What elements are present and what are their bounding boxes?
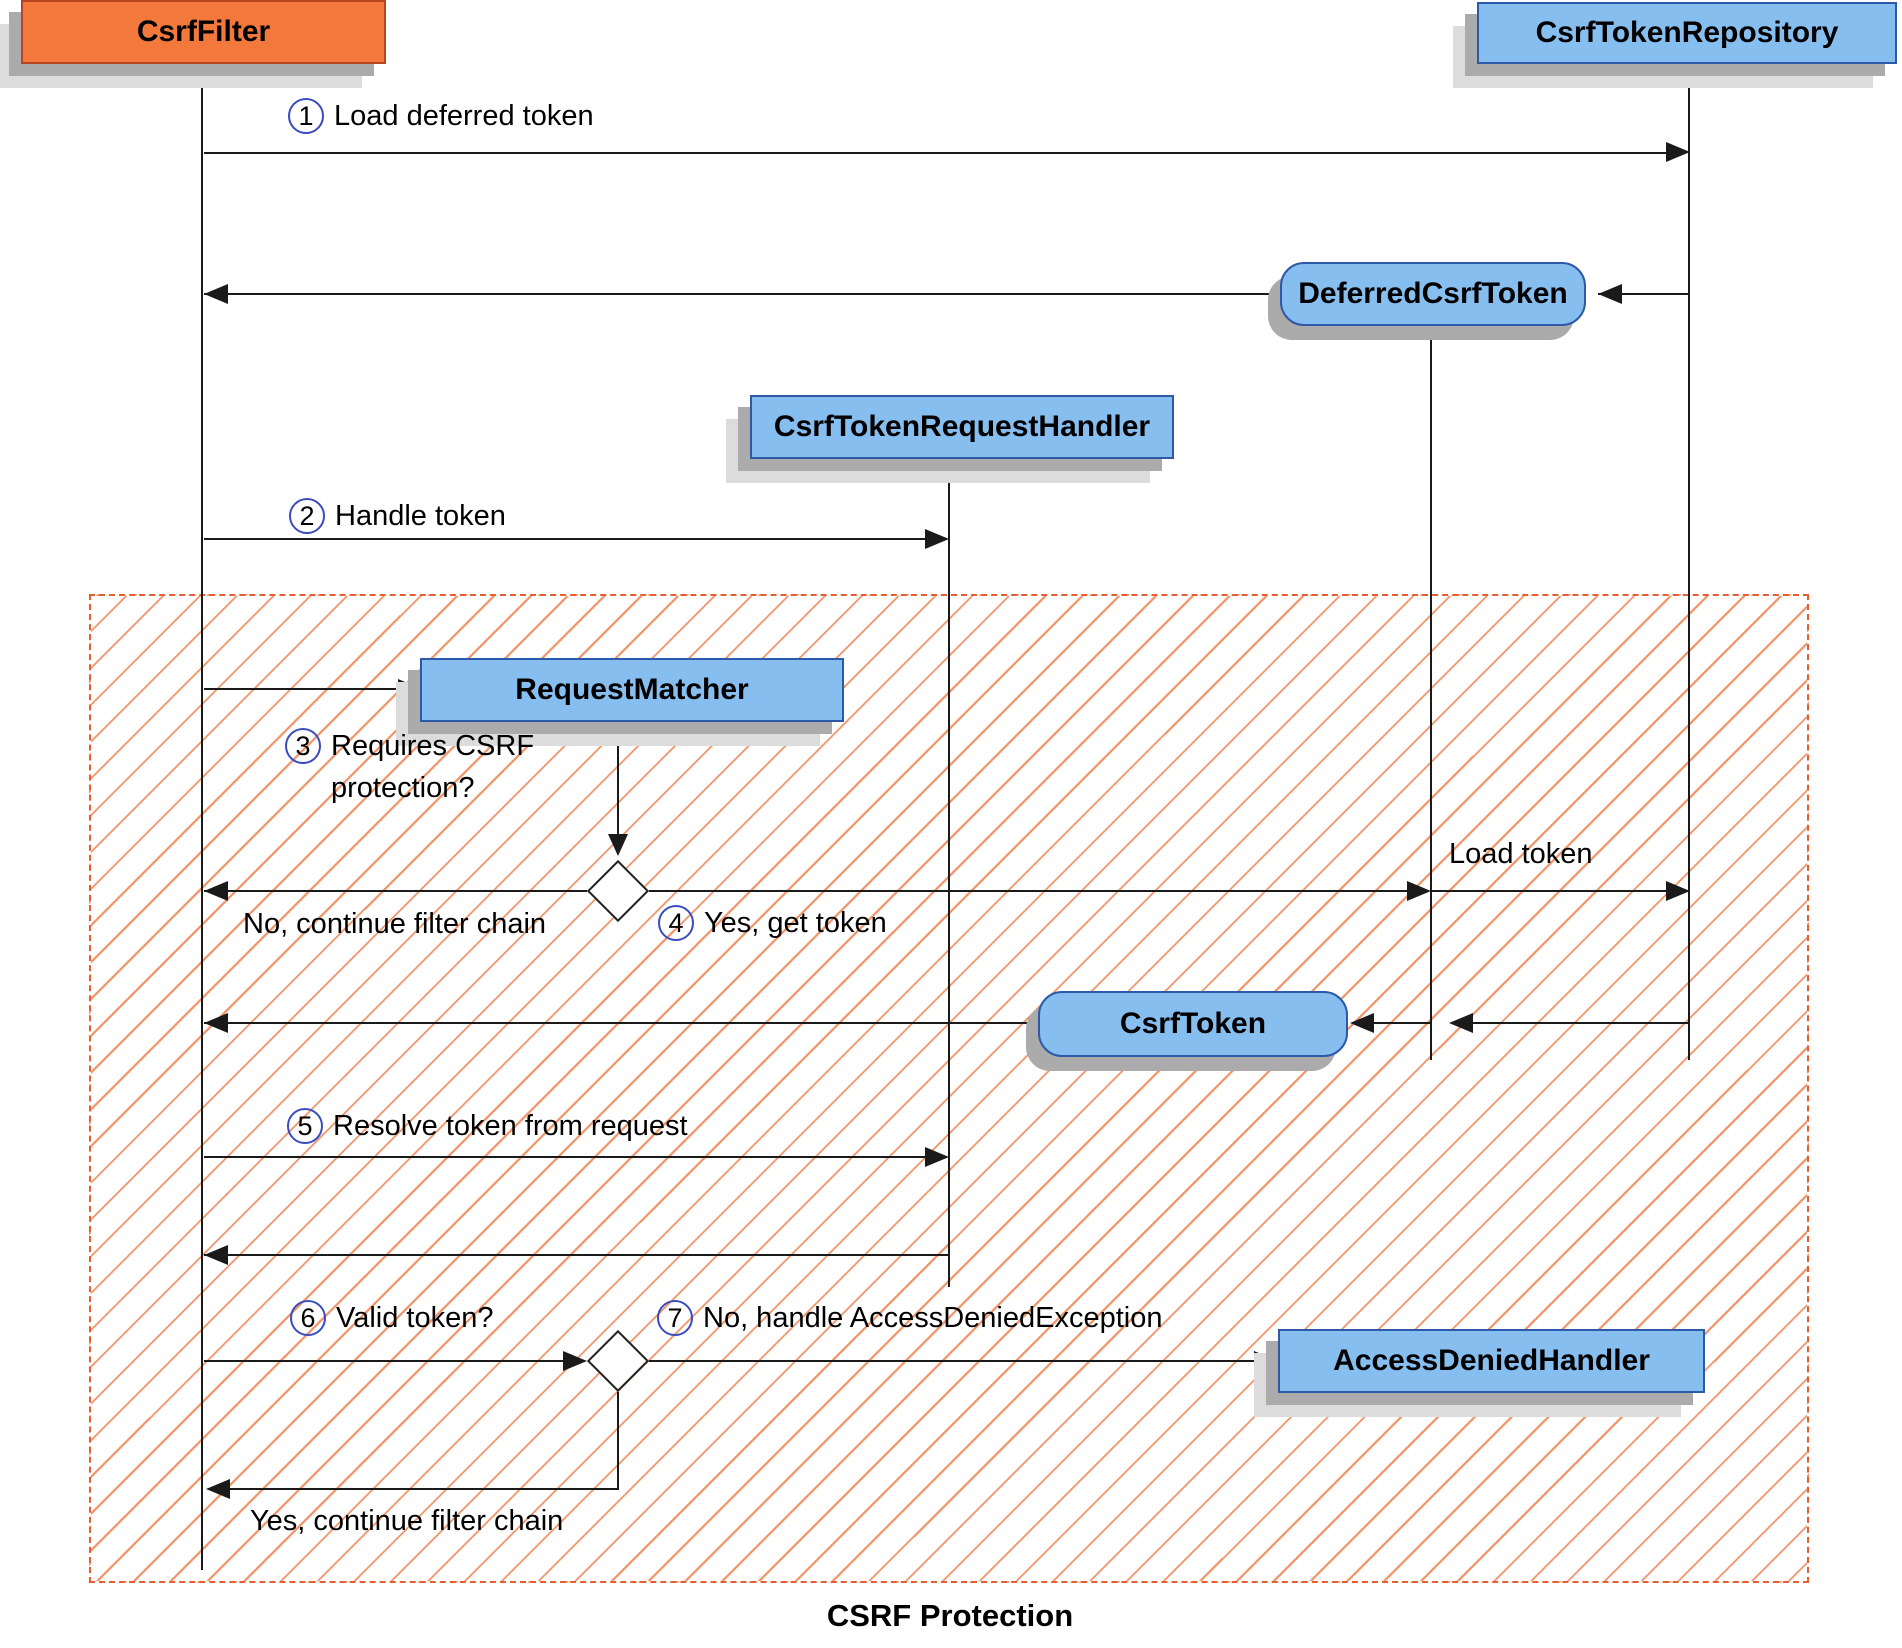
arrowhead-left-icon: [1598, 284, 1622, 304]
diagram-caption: CSRF Protection: [826, 1598, 1074, 1633]
arrow-no-continue: [204, 890, 587, 892]
message-text: Handle token: [335, 499, 506, 532]
actor-box-csrf-token-request-handler: CsrfTokenRequestHandler: [750, 395, 1174, 459]
actor-label: CsrfTokenRepository: [1535, 16, 1839, 49]
arrow-to-request-matcher: [204, 688, 400, 690]
actor-box-csrf-filter: CsrfFilter: [21, 0, 386, 64]
message-text: Resolve token from request: [333, 1109, 688, 1142]
arrow-resolve-token: [204, 1156, 927, 1158]
step-number-badge: 3: [285, 728, 321, 764]
actor-label: RequestMatcher: [515, 673, 749, 706]
message-text: Valid token?: [336, 1301, 494, 1334]
step-number-badge: 2: [289, 498, 325, 534]
actor-label: AccessDeniedHandler: [1333, 1344, 1650, 1377]
message-text: No, handle AccessDeniedException: [703, 1301, 1163, 1334]
arrow-load-deferred-token: [204, 152, 1666, 154]
label-yes-continue-filter-chain: Yes, continue filter chain: [250, 1505, 563, 1538]
message-label-handle-token: 2 Handle token: [289, 498, 506, 534]
step-number-badge: 7: [657, 1300, 693, 1336]
lifeline-csrf-token-request-handler: [948, 459, 950, 1287]
object-label: DeferredCsrfToken: [1298, 277, 1568, 310]
message-text: protection?: [331, 772, 475, 804]
step-number-badge: 5: [287, 1108, 323, 1144]
arrowhead-left-icon: [206, 1479, 230, 1499]
message-text: Yes, continue filter chain: [250, 1505, 564, 1537]
arrow-deferred-return-left: [204, 293, 1280, 295]
arrow-load-token: [1431, 890, 1666, 892]
arrowhead-left-icon: [1350, 1013, 1374, 1033]
yes-branch-vertical: [617, 1392, 619, 1489]
arrow-valid-token: [204, 1360, 585, 1362]
message-label-requires-csrf-protection: 3 Requires CSRF protection?: [285, 728, 534, 805]
message-text: Load deferred token: [334, 99, 594, 132]
arrow-yes-get-token: [649, 890, 1424, 892]
arrowhead-right-icon: [1254, 1351, 1278, 1371]
arrowhead-right-icon: [398, 679, 422, 699]
arrow-csrf-token-return-left: [204, 1022, 1038, 1024]
actor-label: CsrfFilter: [136, 15, 271, 48]
label-load-token: Load token: [1449, 838, 1593, 871]
object-box-csrf-token: CsrfToken: [1038, 991, 1348, 1057]
actor-box-csrf-token-repository: CsrfTokenRepository: [1477, 2, 1897, 64]
arrowhead-left-icon: [204, 1013, 228, 1033]
actor-label: CsrfTokenRequestHandler: [773, 410, 1151, 443]
lifeline-csrf-token-repository: [1688, 63, 1690, 1060]
object-box-deferred-csrf-token: DeferredCsrfToken: [1280, 262, 1586, 326]
message-label-load-deferred-token: 1 Load deferred token: [288, 98, 594, 134]
step-number-badge: 4: [658, 905, 694, 941]
actor-box-request-matcher: RequestMatcher: [420, 658, 844, 722]
message-text: Load token: [1449, 838, 1593, 870]
actor-box-access-denied-handler: AccessDeniedHandler: [1278, 1329, 1705, 1393]
arrow-handle-token: [204, 538, 927, 540]
arrow-deferred-return-right: [1598, 293, 1690, 295]
arrowhead-left-icon: [204, 881, 228, 901]
arrowhead-left-icon: [1449, 1013, 1473, 1033]
arrow-handler-return: [204, 1254, 949, 1256]
message-text: No, continue filter chain: [243, 908, 547, 940]
step-number-badge: 1: [288, 98, 324, 134]
arrow-handle-access-denied: [649, 1360, 1256, 1362]
object-label: CsrfToken: [1119, 1007, 1267, 1040]
message-label-valid-token: 6 Valid token?: [290, 1300, 493, 1336]
arrowhead-right-icon: [925, 529, 949, 549]
arrowhead-right-icon: [1666, 142, 1690, 162]
arrowhead-left-icon: [204, 1245, 228, 1265]
message-label-handle-access-denied: 7 No, handle AccessDeniedException: [657, 1300, 1162, 1336]
lifeline-csrf-filter: [201, 64, 203, 1570]
arrow-yes-continue: [208, 1488, 619, 1490]
arrowhead-left-icon: [204, 284, 228, 304]
arrow-csrf-token-return-right: [1451, 1022, 1690, 1024]
arrowhead-right-icon: [1666, 881, 1690, 901]
step-number-badge: 6: [290, 1300, 326, 1336]
arrowhead-right-icon: [925, 1147, 949, 1167]
arrowhead-right-icon: [1407, 881, 1431, 901]
label-no-continue-filter-chain: No, continue filter chain: [243, 908, 546, 941]
message-text: Yes, get token: [704, 906, 887, 939]
arrowhead-right-icon: [563, 1351, 587, 1371]
message-text: Requires CSRF: [331, 729, 535, 762]
arrowhead-down-icon: [608, 834, 628, 856]
message-label-yes-get-token: 4 Yes, get token: [658, 905, 887, 941]
arrow-csrf-token-return-mid: [1352, 1022, 1431, 1024]
request-matcher-stem: [617, 722, 619, 834]
lifeline-deferred-csrf-token: [1430, 326, 1432, 1060]
message-label-resolve-token: 5 Resolve token from request: [287, 1108, 688, 1144]
